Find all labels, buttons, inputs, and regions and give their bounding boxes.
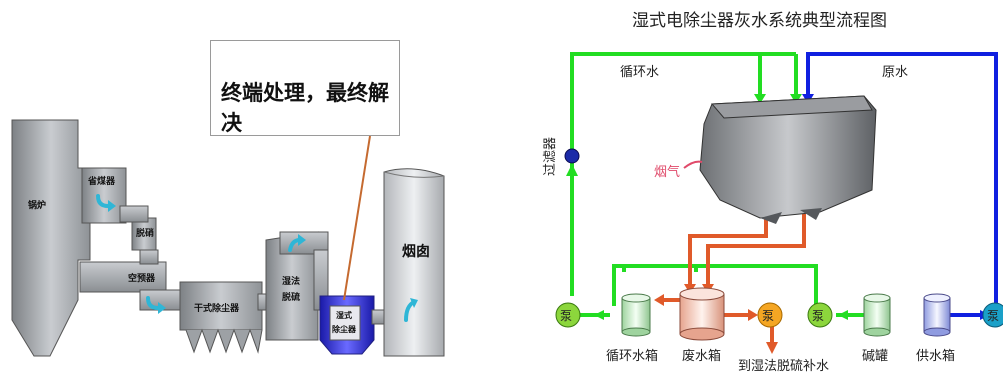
air-preheater-label: 空预器 — [128, 272, 156, 284]
waste-tank-label: 废水箱 — [682, 348, 721, 364]
wet-esp-label-1: 湿式 — [336, 310, 352, 320]
circulating-tank-label: 循环水箱 — [606, 348, 658, 364]
ash-water-flow-svg: 湿式电除尘器灰水系统典型流程图 — [543, 11, 1003, 374]
boiler-label: 锅炉 — [27, 199, 46, 211]
note-pointer-line — [343, 135, 371, 301]
boiler-system-svg: 锅炉 省煤器 脱硝 空预器 干式除尘器 湿法 脱硫 湿式 除尘器 烟囱 — [11, 119, 445, 357]
note-callout: 终端处理，最终解决 — [210, 40, 400, 136]
svg-text:泵: 泵 — [987, 309, 999, 323]
filter-icon — [564, 148, 580, 164]
waste-tank — [679, 287, 725, 341]
circulating-tank — [621, 293, 651, 337]
raw-water-line — [806, 52, 998, 317]
boiler-shape — [11, 119, 91, 357]
supply-tank-label: 供水箱 — [916, 348, 955, 364]
economizer-label: 省煤器 — [87, 175, 116, 187]
wet-esp-body — [699, 95, 877, 224]
pump-left: 泵 — [555, 302, 581, 328]
economizer-shape — [81, 167, 127, 224]
pump-middle: 泵 — [807, 302, 833, 328]
denitration-label: 脱硝 — [136, 227, 154, 239]
wet-fgd-label-1: 湿法 — [282, 275, 300, 287]
svg-text:泵: 泵 — [762, 309, 774, 323]
wet-fgd-label-2: 脱硫 — [282, 291, 300, 303]
circulating-water-label: 循环水 — [620, 65, 659, 80]
ash-water-flow-diagram: 湿式电除尘器灰水系统典型流程图 — [520, 0, 1003, 374]
dry-esp-hoppers — [185, 328, 263, 354]
flow-arrowheads — [108, 200, 418, 314]
pump-right: 泵 — [982, 302, 1003, 328]
filter-label: 过滤器 — [543, 137, 558, 176]
wet-esp-label-2: 除尘器 — [332, 324, 357, 334]
svg-text:泵: 泵 — [812, 309, 824, 323]
alkali-tank-label: 碱罐 — [862, 349, 888, 364]
air-preheater-shape — [79, 261, 167, 293]
pump-orange: 泵 — [757, 302, 783, 328]
alkali-tank — [863, 293, 891, 337]
dry-esp-label: 干式除尘器 — [194, 302, 240, 314]
raw-water-label: 原水 — [882, 65, 908, 80]
note-text: 终端处理，最终解决 — [221, 81, 389, 135]
waste-water-line — [660, 206, 806, 346]
flue-gas-label: 烟气 — [654, 164, 680, 180]
to-fgd-label: 到湿法脱硫补水 — [738, 359, 829, 374]
chimney-label: 烟囱 — [402, 243, 430, 260]
diagram-title: 湿式电除尘器灰水系统典型流程图 — [632, 11, 887, 31]
svg-text:泵: 泵 — [560, 309, 572, 323]
chimney-shape — [383, 168, 445, 357]
flue-gas-arrow-icon — [683, 160, 703, 169]
supply-tank — [923, 293, 951, 337]
boiler-system-diagram: 锅炉 省煤器 脱硝 空预器 干式除尘器 湿法 脱硫 湿式 除尘器 烟囱 终端处理… — [11, 40, 445, 357]
